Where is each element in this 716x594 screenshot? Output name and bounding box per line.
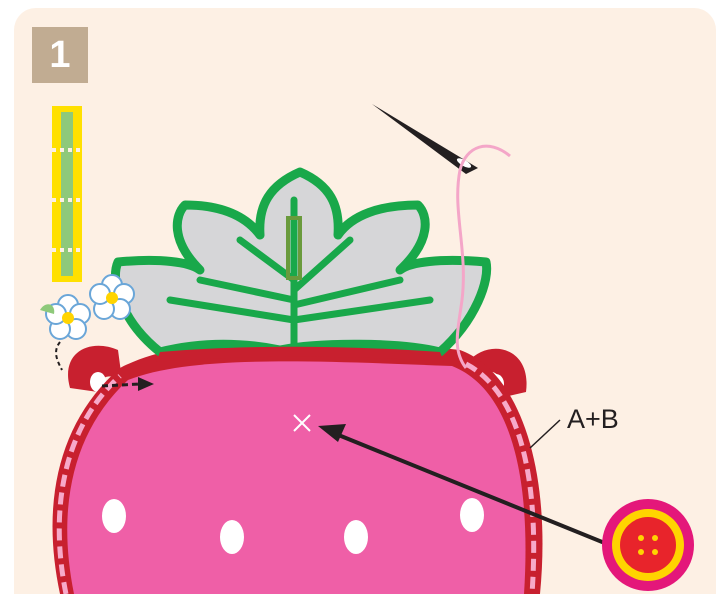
ribbon-strip: [52, 106, 82, 282]
callout-leader: [530, 420, 560, 448]
callout-label: A+B: [567, 404, 619, 435]
pincushion-body: [53, 339, 543, 594]
button-icon: [602, 499, 694, 591]
flower-icon: [40, 275, 134, 339]
leaf-crown: [115, 172, 486, 362]
step-number-badge: 1: [32, 27, 88, 83]
